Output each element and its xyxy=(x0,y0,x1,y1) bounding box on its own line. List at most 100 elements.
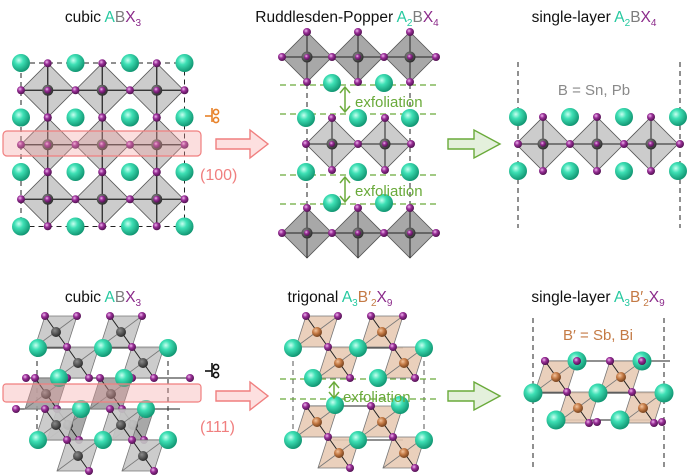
x-site-atom xyxy=(389,343,397,351)
a-site-atom xyxy=(66,163,85,181)
formula-subscript: 3 xyxy=(136,18,142,29)
x-site-atom xyxy=(153,86,161,94)
x-site-atom xyxy=(278,229,286,237)
x-site-atom xyxy=(539,113,547,121)
x-site-atom xyxy=(367,312,375,320)
a-site-atom xyxy=(326,396,344,414)
formula-subscript: 4 xyxy=(651,18,657,29)
x-site-atom xyxy=(354,204,362,212)
exfoliation-label: exfoliation xyxy=(355,183,423,200)
b-site-atom xyxy=(106,389,116,399)
x-site-atom xyxy=(180,195,189,204)
formula-subscript: 9 xyxy=(387,298,393,309)
title-bottom-trigonal: trigonal A3B′2X9 xyxy=(288,289,393,309)
x-site-atom xyxy=(324,433,332,441)
formula-subscript: 2 xyxy=(407,18,413,29)
x-site-atom xyxy=(346,374,354,382)
a-site-atom xyxy=(588,383,608,403)
x-site-atom xyxy=(31,374,39,382)
exfoliation-label: exfoliation xyxy=(343,389,411,406)
x-site-atom xyxy=(647,167,655,175)
x-site-atom xyxy=(85,374,93,382)
formula-element: A xyxy=(397,9,408,26)
b-prime-atom xyxy=(616,372,626,382)
double-arrow-icon xyxy=(339,195,351,204)
a-site-atom xyxy=(12,217,30,236)
x-site-atom xyxy=(650,419,658,427)
formula-element: A xyxy=(105,289,116,306)
x-site-atom xyxy=(44,141,52,149)
a-site-atom xyxy=(401,109,419,127)
b-site-atom xyxy=(116,327,126,337)
formula-element: B xyxy=(115,9,125,26)
cut-plane-111 xyxy=(2,383,202,403)
single-layer-a2bx4-structure xyxy=(509,62,687,228)
a-site-atom xyxy=(94,431,112,449)
x-site-atom xyxy=(594,141,600,147)
x-site-atom xyxy=(128,343,136,351)
x-site-atom xyxy=(63,436,71,444)
a-site-atom xyxy=(121,217,139,236)
title-text: cubic xyxy=(65,289,105,306)
double-arrow-icon xyxy=(328,380,340,389)
x-site-atom xyxy=(41,405,49,413)
x-site-atom xyxy=(71,86,80,95)
x-site-atom xyxy=(389,433,397,441)
x-site-atom xyxy=(407,54,413,60)
scissors-icon xyxy=(205,363,220,379)
a-site-atom xyxy=(610,410,630,430)
exfoliation-label: exfoliation xyxy=(355,94,423,111)
title-text: trigonal xyxy=(288,289,342,306)
x-site-atom xyxy=(676,140,684,148)
a-site-atom xyxy=(369,369,387,387)
formula-element: B′ xyxy=(630,289,643,306)
right-arrow-icon xyxy=(215,128,270,160)
x-site-atom xyxy=(126,195,134,204)
a-site-atom xyxy=(94,339,112,357)
x-site-atom xyxy=(152,59,161,68)
formula-subscript: 9 xyxy=(659,298,665,309)
formula-element: X xyxy=(125,289,136,306)
x-site-atom xyxy=(302,402,310,410)
x-site-atom xyxy=(628,388,636,396)
x-site-atom xyxy=(328,229,336,237)
x-site-atom xyxy=(304,54,310,60)
x-site-atom xyxy=(606,357,614,365)
b-prime-atom xyxy=(312,327,322,337)
x-site-atom xyxy=(12,405,20,413)
x-site-atom xyxy=(328,53,336,61)
b-site-atom xyxy=(138,358,148,368)
x-site-atom xyxy=(354,28,362,36)
double-arrow-icon xyxy=(339,175,351,184)
x-site-atom xyxy=(96,374,104,382)
x-site-atom xyxy=(63,343,71,351)
a-site-atom xyxy=(669,108,687,126)
x-site-atom xyxy=(648,141,654,147)
a-site-atom xyxy=(66,217,85,236)
b-prime-atom xyxy=(334,358,344,368)
a-site-atom xyxy=(415,431,433,449)
x-site-atom xyxy=(71,140,80,149)
x-site-atom xyxy=(355,230,361,236)
cut-plane-100 xyxy=(2,130,202,157)
x-site-atom xyxy=(432,229,440,237)
x-site-atom xyxy=(128,436,136,444)
a-site-atom xyxy=(509,162,527,180)
cut-label-111: (111) xyxy=(200,419,235,436)
x-site-atom xyxy=(411,374,419,382)
x-site-atom xyxy=(180,140,189,149)
x-site-atom xyxy=(303,28,311,36)
a-site-atom xyxy=(375,74,393,92)
a-site-atom xyxy=(121,54,139,72)
x-site-atom xyxy=(432,53,440,61)
x-site-atom xyxy=(98,113,107,122)
title-top-rp: Ruddlesden-Popper A2BX4 xyxy=(255,9,439,29)
b-prime-atom xyxy=(377,417,387,427)
a-site-atom xyxy=(29,339,47,357)
x-site-atom xyxy=(355,54,361,60)
x-site-atom xyxy=(406,28,414,36)
formula-subscript: 2 xyxy=(625,18,631,29)
x-site-atom xyxy=(106,405,114,413)
a-site-atom xyxy=(391,396,409,414)
title-bottom-single-layer: single-layer A3B′2X9 xyxy=(531,289,665,309)
